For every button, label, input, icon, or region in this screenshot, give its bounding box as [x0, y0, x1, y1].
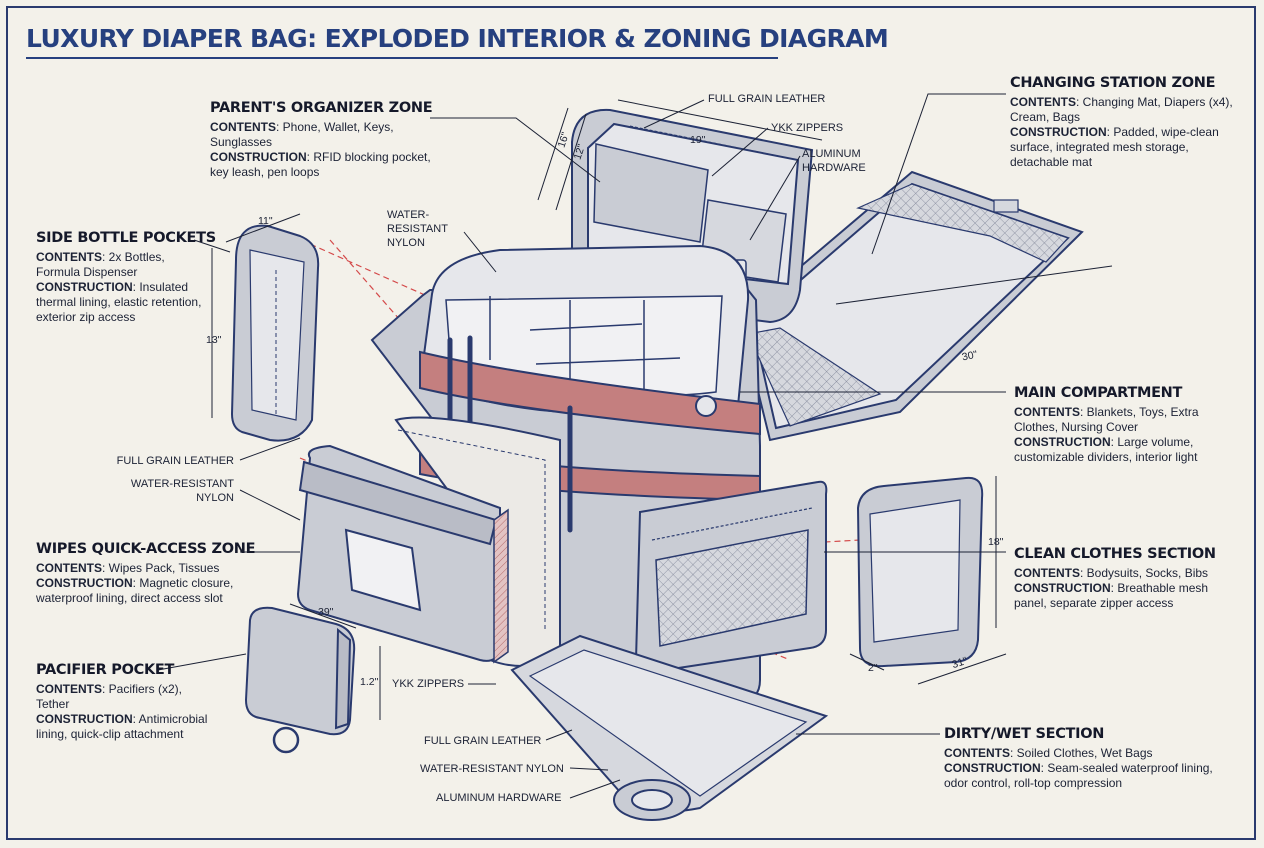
- contents-parents-organizer: CONTENTS: Phone, Wallet, Keys, Sunglasse…: [210, 120, 394, 149]
- wipes-pocket: [296, 444, 509, 664]
- dim-bottle-width: 11": [258, 215, 273, 227]
- dim-clean-depth: 2": [868, 662, 878, 674]
- dim-clean-height: 18": [988, 536, 1004, 548]
- label-hardware-bottom: ALUMINUM HARDWARE: [436, 792, 562, 804]
- heading-pacifier: PACIFIER POCKET: [36, 662, 175, 678]
- contents-side-bottle: CONTENTS: 2x Bottles, Formula Dispenser: [36, 250, 165, 279]
- callout-side-bottle: SIDE BOTTLE POCKETS CONTENTS: 2x Bottles…: [36, 230, 216, 325]
- dim-pacifier-height: 1.2": [360, 676, 379, 688]
- contents-pacifier: CONTENTS: Pacifiers (x2), Tether: [36, 682, 183, 711]
- construction-side-bottle: CONSTRUCTION: Insulated thermal lining, …: [36, 280, 202, 324]
- heading-changing-station: CHANGING STATION ZONE: [1010, 75, 1216, 91]
- label-leather-lid: FULL GRAIN LEATHER: [708, 93, 826, 105]
- changing-mat: [738, 170, 1084, 442]
- wet-mat: [510, 634, 829, 821]
- label-nylon-interior: WATER-RESISTANT NYLON: [387, 209, 448, 249]
- dim-bottle-height: 13": [206, 334, 222, 346]
- heading-wipes: WIPES QUICK-ACCESS ZONE: [36, 541, 256, 557]
- contents-main-compartment: CONTENTS: Blankets, Toys, Extra Clothes,…: [1014, 405, 1199, 434]
- callout-main-compartment: MAIN COMPARTMENT CONTENTS: Blankets, Toy…: [1014, 385, 1214, 465]
- callout-pacifier: PACIFIER POCKET CONTENTS: Pacifiers (x2)…: [36, 662, 216, 742]
- bottle-pocket: [230, 224, 320, 442]
- heading-side-bottle: SIDE BOTTLE POCKETS: [36, 230, 216, 246]
- clean-side-pocket: [856, 476, 984, 668]
- contents-changing-station: CONTENTS: Changing Mat, Diapers (x4), Cr…: [1010, 95, 1233, 124]
- label-nylon-bottom: WATER-RESISTANT NYLON: [420, 763, 564, 775]
- dim-lid-width: 19": [690, 134, 706, 146]
- construction-wipes: CONSTRUCTION: Magnetic closure, waterpro…: [36, 576, 234, 605]
- construction-pacifier: CONSTRUCTION: Antimicrobial lining, quic…: [36, 712, 208, 741]
- pacifier-case: [244, 606, 356, 754]
- callout-parents-organizer: PARENT'S ORGANIZER ZONE CONTENTS: Phone,…: [210, 100, 440, 180]
- callout-clean-clothes: CLEAN CLOTHES SECTION CONTENTS: Bodysuit…: [1014, 546, 1244, 611]
- leader-lines: [157, 93, 1006, 799]
- construction-changing-station: CONSTRUCTION: Padded, wipe-clean surface…: [1010, 125, 1219, 169]
- heading-parents-organizer: PARENT'S ORGANIZER ZONE: [210, 100, 433, 116]
- label-nylon-left: WATER-RESISTANT NYLON: [130, 478, 234, 504]
- label-zippers-front: YKK ZIPPERS: [392, 678, 465, 690]
- callout-dirty-wet: DIRTY/WET SECTION CONTENTS: Soiled Cloth…: [944, 726, 1219, 791]
- construction-dirty-wet: CONSTRUCTION: Seam-sealed waterproof lin…: [944, 761, 1213, 790]
- label-zippers-lid: YKK ZIPPERS: [771, 122, 844, 134]
- heading-dirty-wet: DIRTY/WET SECTION: [944, 726, 1105, 742]
- construction-main-compartment: CONSTRUCTION: Large volume, customizable…: [1014, 435, 1198, 464]
- diagram-title: LUXURY DIAPER BAG: EXPLODED INTERIOR & Z…: [26, 24, 889, 53]
- label-leather-left: FULL GRAIN LEATHER: [116, 455, 234, 467]
- contents-wipes: CONTENTS: Wipes Pack, Tissues: [36, 561, 220, 575]
- callout-changing-station: CHANGING STATION ZONE CONTENTS: Changing…: [1010, 75, 1235, 170]
- label-hardware-lid: ALUMINUM HARDWARE: [802, 148, 866, 174]
- border-frame: [6, 6, 1256, 840]
- contents-dirty-wet: CONTENTS: Soiled Clothes, Wet Bags: [944, 746, 1153, 760]
- heading-clean-clothes: CLEAN CLOTHES SECTION: [1014, 546, 1216, 562]
- construction-clean-clothes: CONSTRUCTION: Breathable mesh panel, sep…: [1014, 581, 1209, 610]
- heading-main-compartment: MAIN COMPARTMENT: [1014, 385, 1183, 401]
- label-leather-bottom: FULL GRAIN LEATHER: [424, 735, 542, 747]
- callout-wipes: WIPES QUICK-ACCESS ZONE CONTENTS: Wipes …: [36, 541, 256, 606]
- construction-parents-organizer: CONSTRUCTION: RFID blocking pocket, key …: [210, 150, 431, 179]
- title-underline: [26, 57, 778, 59]
- mesh-pocket: [634, 480, 828, 674]
- contents-clean-clothes: CONTENTS: Bodysuits, Socks, Bibs: [1014, 566, 1209, 580]
- dim-pacifier-width: 39": [318, 606, 334, 618]
